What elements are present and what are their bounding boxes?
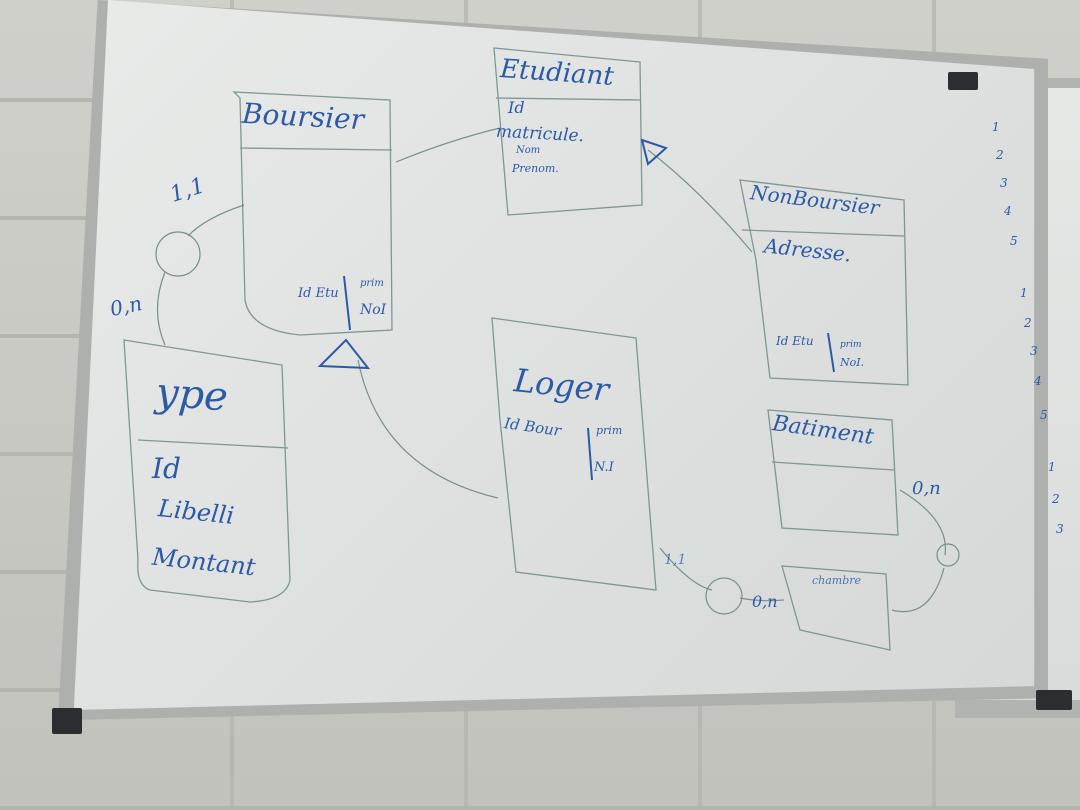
- boursier-attr: NoI: [360, 302, 387, 318]
- loger-attr: N.I: [594, 460, 614, 475]
- side-number: 5: [1010, 234, 1018, 248]
- side-number: 2: [1024, 316, 1032, 330]
- type-title: ype: [154, 369, 230, 421]
- inheritance-triangle: [640, 138, 668, 166]
- inheritance-triangle: [317, 338, 371, 370]
- boursier-attr: prim: [360, 278, 384, 289]
- etudiant-attr: Nom: [516, 145, 541, 156]
- board-clip: [52, 708, 82, 734]
- side-number: 1: [1048, 460, 1056, 474]
- board-clip: [1036, 690, 1072, 710]
- etudiant-attr: Id: [508, 98, 525, 117]
- non-boursier-attr: Id Etu: [776, 334, 814, 348]
- boursier-box: [232, 91, 393, 336]
- side-number: 1: [1020, 286, 1028, 300]
- non-boursier-attr: NoI.: [840, 356, 865, 369]
- side-number: 4: [1034, 374, 1042, 388]
- cardinality-label: 1,1: [664, 552, 687, 568]
- batiment-box: [767, 409, 899, 536]
- loger-attr: prim: [596, 424, 623, 437]
- side-number: 2: [996, 148, 1004, 162]
- side-number: 2: [1052, 492, 1060, 506]
- side-number: 5: [1040, 408, 1048, 422]
- chambre-title: chambre: [812, 574, 862, 587]
- boursier-attr: Id Etu: [298, 286, 339, 301]
- board-clip: [948, 72, 978, 90]
- whiteboard: [73, 0, 1035, 711]
- non-boursier-attr: prim: [840, 340, 862, 350]
- boursier-title: Boursier: [241, 96, 365, 137]
- etudiant-box: [493, 47, 643, 216]
- side-number: 4: [1004, 204, 1012, 218]
- cardinality-label: 0,n: [752, 592, 778, 611]
- non-boursier-box: [739, 179, 909, 386]
- side-number: 1: [992, 120, 1000, 134]
- chambre-box: [781, 565, 891, 651]
- cardinality-label: 0,n: [912, 478, 941, 499]
- type-attr: Id: [152, 452, 181, 485]
- side-number: 3: [1056, 522, 1064, 536]
- side-number: 3: [1030, 344, 1038, 358]
- loger-box: [491, 317, 657, 591]
- side-number: 3: [1000, 176, 1008, 190]
- etudiant-attr: Prenom.: [512, 162, 559, 175]
- type-box: [123, 339, 291, 603]
